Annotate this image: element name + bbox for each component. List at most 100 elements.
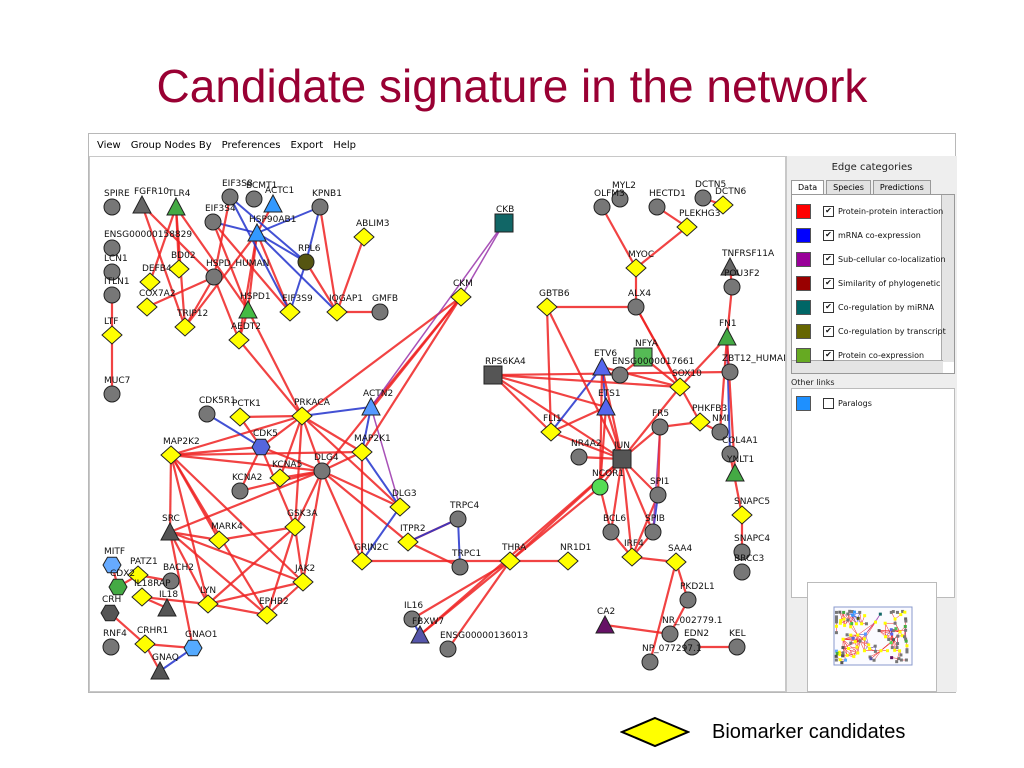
network-edge[interactable] bbox=[301, 470, 324, 583]
biomarker-diamond-node[interactable] bbox=[499, 551, 521, 571]
circle-node[interactable] bbox=[449, 510, 467, 528]
triangle-node[interactable] bbox=[595, 614, 615, 634]
other-link-row[interactable]: Paralogs bbox=[796, 393, 946, 413]
category-list-horizontal-scrollbar[interactable] bbox=[792, 360, 943, 373]
triangle-node[interactable] bbox=[132, 194, 152, 214]
network-node[interactable]: SOX10 bbox=[669, 369, 702, 397]
network-node[interactable]: COX7A2 bbox=[136, 289, 176, 317]
network-node[interactable]: SRC bbox=[160, 514, 180, 541]
network-node[interactable]: CDK5 bbox=[251, 429, 278, 456]
biomarker-diamond-node[interactable] bbox=[292, 572, 314, 592]
network-node[interactable]: DCTN5 bbox=[694, 180, 726, 207]
biomarker-diamond-node[interactable] bbox=[127, 565, 149, 585]
network-node[interactable]: NP_077297.1 bbox=[641, 644, 702, 671]
network-node[interactable]: JAK2 bbox=[292, 564, 315, 592]
biomarker-diamond-node[interactable] bbox=[689, 412, 711, 432]
triangle-node[interactable] bbox=[725, 462, 745, 482]
network-edge[interactable] bbox=[320, 470, 364, 562]
circle-node[interactable] bbox=[694, 189, 712, 207]
network-edge[interactable] bbox=[370, 222, 505, 408]
network-edge[interactable] bbox=[207, 526, 296, 605]
network-node[interactable]: ENSG00000136013 bbox=[439, 631, 528, 658]
network-edge[interactable] bbox=[170, 454, 304, 583]
network-edge[interactable] bbox=[648, 561, 678, 663]
network-node[interactable]: ALX4 bbox=[627, 289, 651, 316]
circle-node[interactable] bbox=[198, 405, 216, 423]
circle-node[interactable] bbox=[733, 563, 751, 581]
network-edge[interactable] bbox=[237, 232, 259, 341]
network-node[interactable]: TRIP12 bbox=[174, 309, 208, 337]
network-edge[interactable] bbox=[321, 296, 462, 472]
network-node[interactable]: FBXW7 bbox=[410, 617, 444, 644]
network-edge[interactable] bbox=[447, 560, 511, 650]
triangle-node[interactable] bbox=[361, 396, 381, 416]
network-edge[interactable] bbox=[211, 221, 250, 311]
network-node[interactable]: MYOC bbox=[625, 250, 654, 278]
network-node[interactable]: KEL bbox=[728, 629, 746, 656]
network-edge[interactable] bbox=[361, 451, 401, 508]
biomarker-diamond-node[interactable] bbox=[197, 594, 219, 614]
circle-node[interactable] bbox=[679, 591, 697, 609]
network-edge[interactable] bbox=[141, 595, 209, 606]
menu-help[interactable]: Help bbox=[333, 139, 356, 151]
network-edge[interactable] bbox=[265, 526, 297, 616]
network-node[interactable]: RPS6KA4 bbox=[483, 357, 526, 385]
network-node[interactable]: LCN1 bbox=[103, 254, 128, 281]
category-list-vertical-scrollbar[interactable] bbox=[941, 195, 954, 362]
network-edge[interactable] bbox=[635, 306, 701, 423]
category-color-swatch[interactable] bbox=[796, 323, 811, 339]
network-edge[interactable] bbox=[169, 530, 304, 584]
category-color-swatch[interactable] bbox=[796, 203, 811, 219]
network-edge[interactable] bbox=[598, 366, 604, 488]
network-node[interactable]: IL18 bbox=[157, 590, 178, 617]
biomarker-diamond-node[interactable] bbox=[136, 297, 158, 317]
network-edge[interactable] bbox=[212, 276, 241, 341]
network-edge[interactable] bbox=[255, 232, 292, 313]
network-node[interactable]: ETV6 bbox=[592, 349, 617, 376]
circle-node[interactable] bbox=[711, 423, 729, 441]
network-edge[interactable] bbox=[546, 306, 623, 460]
network-node[interactable]: MARK4 bbox=[208, 522, 243, 550]
network-node[interactable]: CRH bbox=[100, 595, 121, 622]
biomarker-diamond-node[interactable] bbox=[279, 302, 301, 322]
square-node[interactable] bbox=[612, 449, 632, 469]
edge-category-row[interactable]: ✔Similarity of phylogenetic bbox=[796, 273, 946, 293]
triangle-node[interactable] bbox=[150, 660, 170, 680]
menu-group-nodes-by[interactable]: Group Nodes By bbox=[130, 139, 212, 151]
biomarker-diamond-node[interactable] bbox=[131, 587, 153, 607]
network-edge[interactable] bbox=[335, 236, 366, 313]
network-node[interactable]: DEFB4 bbox=[139, 264, 172, 292]
network-edge[interactable] bbox=[174, 206, 181, 270]
menu-export[interactable]: Export bbox=[290, 139, 324, 151]
network-edge[interactable] bbox=[620, 458, 634, 558]
network-edge[interactable] bbox=[207, 580, 304, 606]
triangle-node[interactable] bbox=[596, 396, 616, 416]
network-edge[interactable] bbox=[256, 232, 307, 263]
biomarker-diamond-node[interactable] bbox=[557, 551, 579, 571]
network-node[interactable]: FGFR10 bbox=[132, 187, 169, 214]
circle-node[interactable] bbox=[661, 625, 679, 643]
network-edge[interactable] bbox=[718, 336, 729, 433]
network-edge[interactable] bbox=[407, 518, 459, 543]
network-edge[interactable] bbox=[212, 221, 291, 313]
network-edge[interactable] bbox=[266, 581, 304, 616]
biomarker-diamond-node[interactable] bbox=[351, 442, 373, 462]
triangle-node[interactable] bbox=[263, 193, 283, 213]
edge-category-row[interactable]: ✔Protein co-expression bbox=[796, 345, 946, 365]
category-checkbox[interactable]: ✔ bbox=[823, 349, 834, 361]
network-edge[interactable] bbox=[256, 232, 338, 313]
triangle-node[interactable] bbox=[410, 624, 430, 644]
network-node[interactable]: CA2 bbox=[595, 607, 615, 634]
biomarker-diamond-node[interactable] bbox=[134, 634, 156, 654]
network-node[interactable]: RPL6 bbox=[297, 244, 321, 271]
square-node[interactable] bbox=[633, 347, 653, 367]
biomarker-diamond-node[interactable] bbox=[665, 552, 687, 572]
network-edge[interactable] bbox=[301, 296, 462, 417]
network-node[interactable]: IRF4 bbox=[621, 539, 644, 567]
network-node[interactable]: MAP2K1 bbox=[351, 434, 391, 462]
network-edge[interactable] bbox=[305, 206, 321, 263]
biomarker-diamond-node[interactable] bbox=[291, 406, 313, 426]
biomarker-diamond-node[interactable] bbox=[536, 297, 558, 317]
network-node[interactable]: COL4A1 bbox=[721, 436, 758, 463]
